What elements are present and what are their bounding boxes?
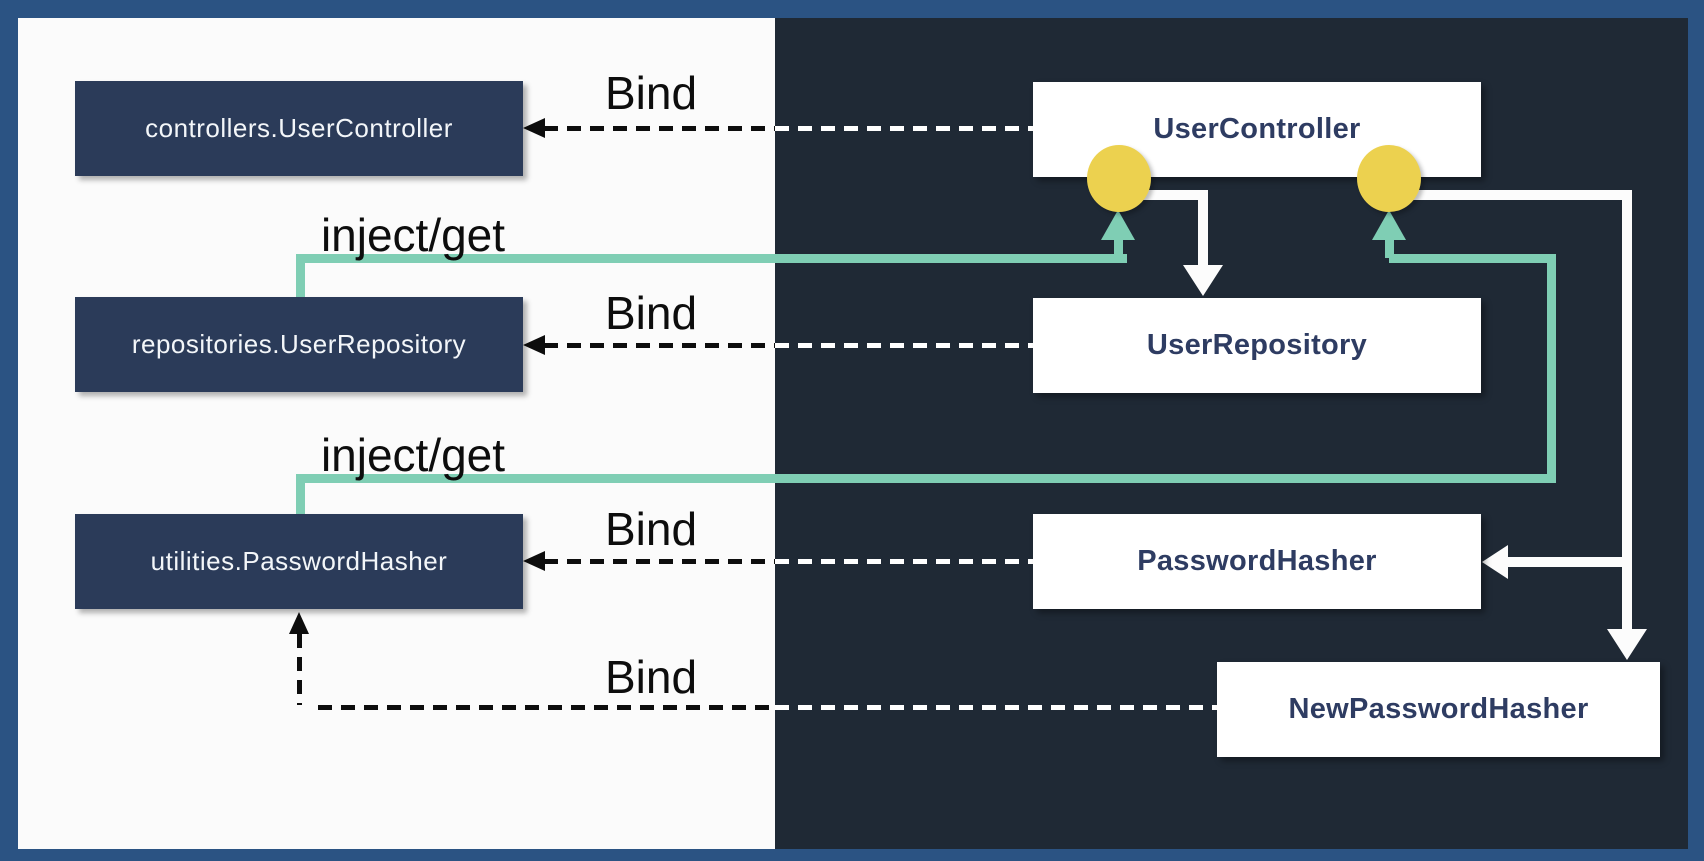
- bind-dash-newhasher-v: [297, 634, 302, 705]
- bind-dash-hasher-dark-side: [544, 559, 775, 564]
- inject-line-hasher-top: [1389, 254, 1556, 263]
- inject-line-hasher-vertical: [1547, 254, 1556, 483]
- inject-arrowhead-right-port: [1372, 210, 1406, 240]
- class-box-label: UserRepository: [1146, 329, 1368, 361]
- dep-line-controller-repo-h: [1119, 190, 1208, 200]
- inject-label-2: inject/get: [320, 429, 506, 481]
- class-box-newpasswordhasher: NewPasswordHasher: [1217, 662, 1660, 757]
- injection-port-right: [1357, 145, 1421, 212]
- dep-arrowhead-newpasswordhasher: [1607, 629, 1647, 660]
- binding-box-controllers-usercontroller: controllers.UserController: [75, 81, 523, 176]
- dep-line-controller-hasher-h: [1389, 190, 1632, 200]
- injection-port-left: [1087, 145, 1151, 212]
- class-box-label: PasswordHasher: [1137, 545, 1377, 577]
- bind-arrowhead-repository: [523, 335, 545, 355]
- class-box-passwordhasher: PasswordHasher: [1033, 514, 1481, 609]
- class-box-userrepository: UserRepository: [1033, 298, 1481, 393]
- bind-dash-controller-dark-side: [544, 126, 775, 131]
- dep-arrowhead-passwordhasher: [1482, 545, 1508, 579]
- bind-dash-newhasher-h-light: [775, 705, 1217, 710]
- binding-box-repositories-userrepository: repositories.UserRepository: [75, 297, 523, 392]
- bind-dash-repository-dark-side: [544, 343, 775, 348]
- class-box-label: NewPasswordHasher: [1288, 693, 1589, 725]
- inject-arrowhead-left-port: [1101, 210, 1135, 240]
- binding-box-label: repositories.UserRepository: [131, 329, 467, 359]
- bind-arrowhead-hasher: [523, 551, 545, 571]
- inject-line-hasher-riser: [1385, 238, 1394, 258]
- bind-arrowhead-newhasher: [289, 612, 309, 634]
- bind-label-2: Bind: [604, 287, 698, 339]
- bind-label-3: Bind: [604, 503, 698, 555]
- dep-arrowhead-userrepository: [1183, 265, 1223, 296]
- inject-line-hasher-stem: [296, 478, 305, 514]
- dep-line-controller-repo-v: [1198, 190, 1208, 267]
- binding-box-label: utilities.PasswordHasher: [150, 546, 448, 576]
- inject-line-repository-horizontal: [296, 254, 1127, 263]
- bind-dash-hasher-light-side: [775, 559, 1033, 564]
- dep-line-controller-hasher-v: [1622, 190, 1632, 631]
- binding-box-utilities-passwordhasher: utilities.PasswordHasher: [75, 514, 523, 609]
- bind-label-4: Bind: [604, 651, 698, 703]
- dep-line-branch-passwordhasher: [1506, 557, 1632, 567]
- inject-label-1: inject/get: [320, 209, 506, 261]
- inject-line-repository-stem: [296, 258, 305, 297]
- binding-box-label: controllers.UserController: [145, 113, 453, 143]
- bind-label-1: Bind: [604, 67, 698, 119]
- bind-dash-controller-light-side: [775, 126, 1033, 131]
- inject-line-repository-riser: [1114, 238, 1123, 258]
- bind-dash-newhasher-h-dark: [318, 705, 775, 710]
- class-box-label: UserController: [1153, 113, 1361, 145]
- inject-line-hasher-horizontal: [296, 474, 1556, 483]
- bind-dash-repository-light-side: [775, 343, 1033, 348]
- bind-arrowhead-controller: [523, 118, 545, 138]
